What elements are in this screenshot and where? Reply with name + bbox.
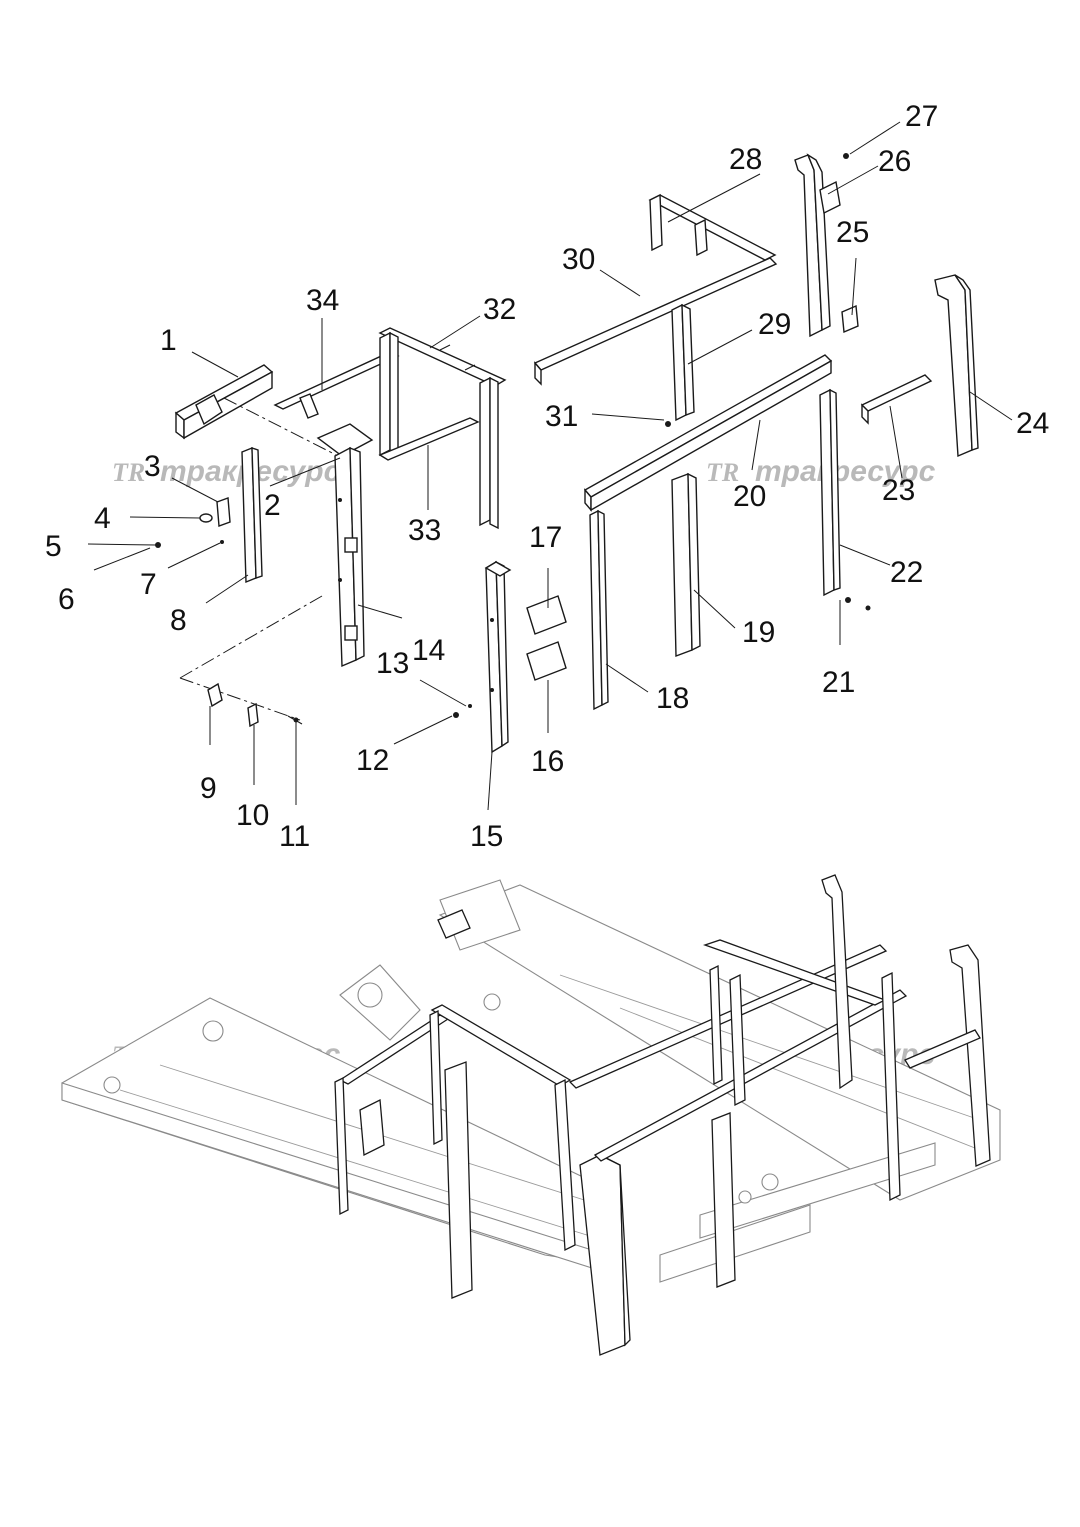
part-bracket-1 — [174, 364, 274, 440]
callout-3: 3 — [144, 450, 161, 483]
callout-21: 21 — [822, 666, 855, 699]
callout-13: 13 — [376, 647, 409, 680]
part-post-19 — [671, 472, 701, 658]
callout-24: 24 — [1016, 407, 1049, 440]
assembly-line — [179, 677, 301, 721]
callout-7: 7 — [140, 568, 157, 601]
callout-14: 14 — [412, 634, 445, 667]
callout-19: 19 — [742, 616, 775, 649]
watermark-top-right: TR тракресурс — [706, 455, 936, 488]
callout-22: 22 — [890, 556, 923, 589]
watermark-logo: TR — [706, 458, 739, 487]
part-post-29 — [665, 303, 695, 427]
callout-10: 10 — [236, 799, 269, 832]
callout-11: 11 — [279, 820, 310, 853]
leader-lines — [87, 121, 1013, 811]
callout-2: 2 — [264, 489, 281, 522]
callout-18: 18 — [656, 682, 689, 715]
callout-12: 12 — [356, 744, 389, 777]
callout-32: 32 — [483, 293, 516, 326]
callout-16: 16 — [531, 745, 564, 778]
part-post-18 — [589, 509, 609, 711]
part-post-15 — [453, 560, 567, 754]
part-plate-8 — [155, 446, 263, 584]
callout-27: 27 — [905, 100, 938, 133]
callout-30: 30 — [562, 243, 595, 276]
assembly-line — [223, 397, 351, 463]
callout-34: 34 — [306, 284, 339, 317]
callout-29: 29 — [758, 308, 791, 341]
exploded-view — [155, 153, 979, 754]
assembled-view — [61, 874, 1001, 1356]
callout-28: 28 — [729, 143, 762, 176]
part-post-14 — [316, 423, 374, 668]
callout-23: 23 — [882, 474, 915, 507]
callout-25: 25 — [836, 216, 869, 249]
callout-26: 26 — [878, 145, 911, 178]
callout-17: 17 — [529, 521, 562, 554]
callout-5: 5 — [45, 530, 62, 563]
watermark-logo: TR — [112, 458, 145, 487]
callout-20: 20 — [733, 480, 766, 513]
part-post-24 — [934, 274, 979, 458]
callout-31: 31 — [545, 400, 578, 433]
callout-1: 1 — [160, 324, 177, 357]
callout-8: 8 — [170, 604, 187, 637]
part-clip-9 — [207, 682, 303, 728]
watermark-text: тракресурс — [755, 455, 936, 488]
callout-9: 9 — [200, 772, 217, 805]
callout-6: 6 — [58, 583, 75, 616]
part-upper-frame — [273, 327, 507, 530]
callout-labels: 1 2 3 4 5 6 7 8 9 10 11 12 13 14 15 16 1… — [45, 100, 1049, 853]
assembled-frame — [334, 874, 991, 1356]
callout-33: 33 — [408, 514, 441, 547]
part-post-22 — [819, 374, 933, 611]
assembly-line — [179, 595, 323, 679]
chassis-base — [61, 879, 1001, 1283]
callout-15: 15 — [470, 820, 503, 853]
callout-4: 4 — [94, 502, 111, 535]
part-post-26 — [794, 153, 859, 338]
part-crossbar-20 — [583, 354, 833, 512]
part-crossbar-30 — [533, 193, 778, 386]
